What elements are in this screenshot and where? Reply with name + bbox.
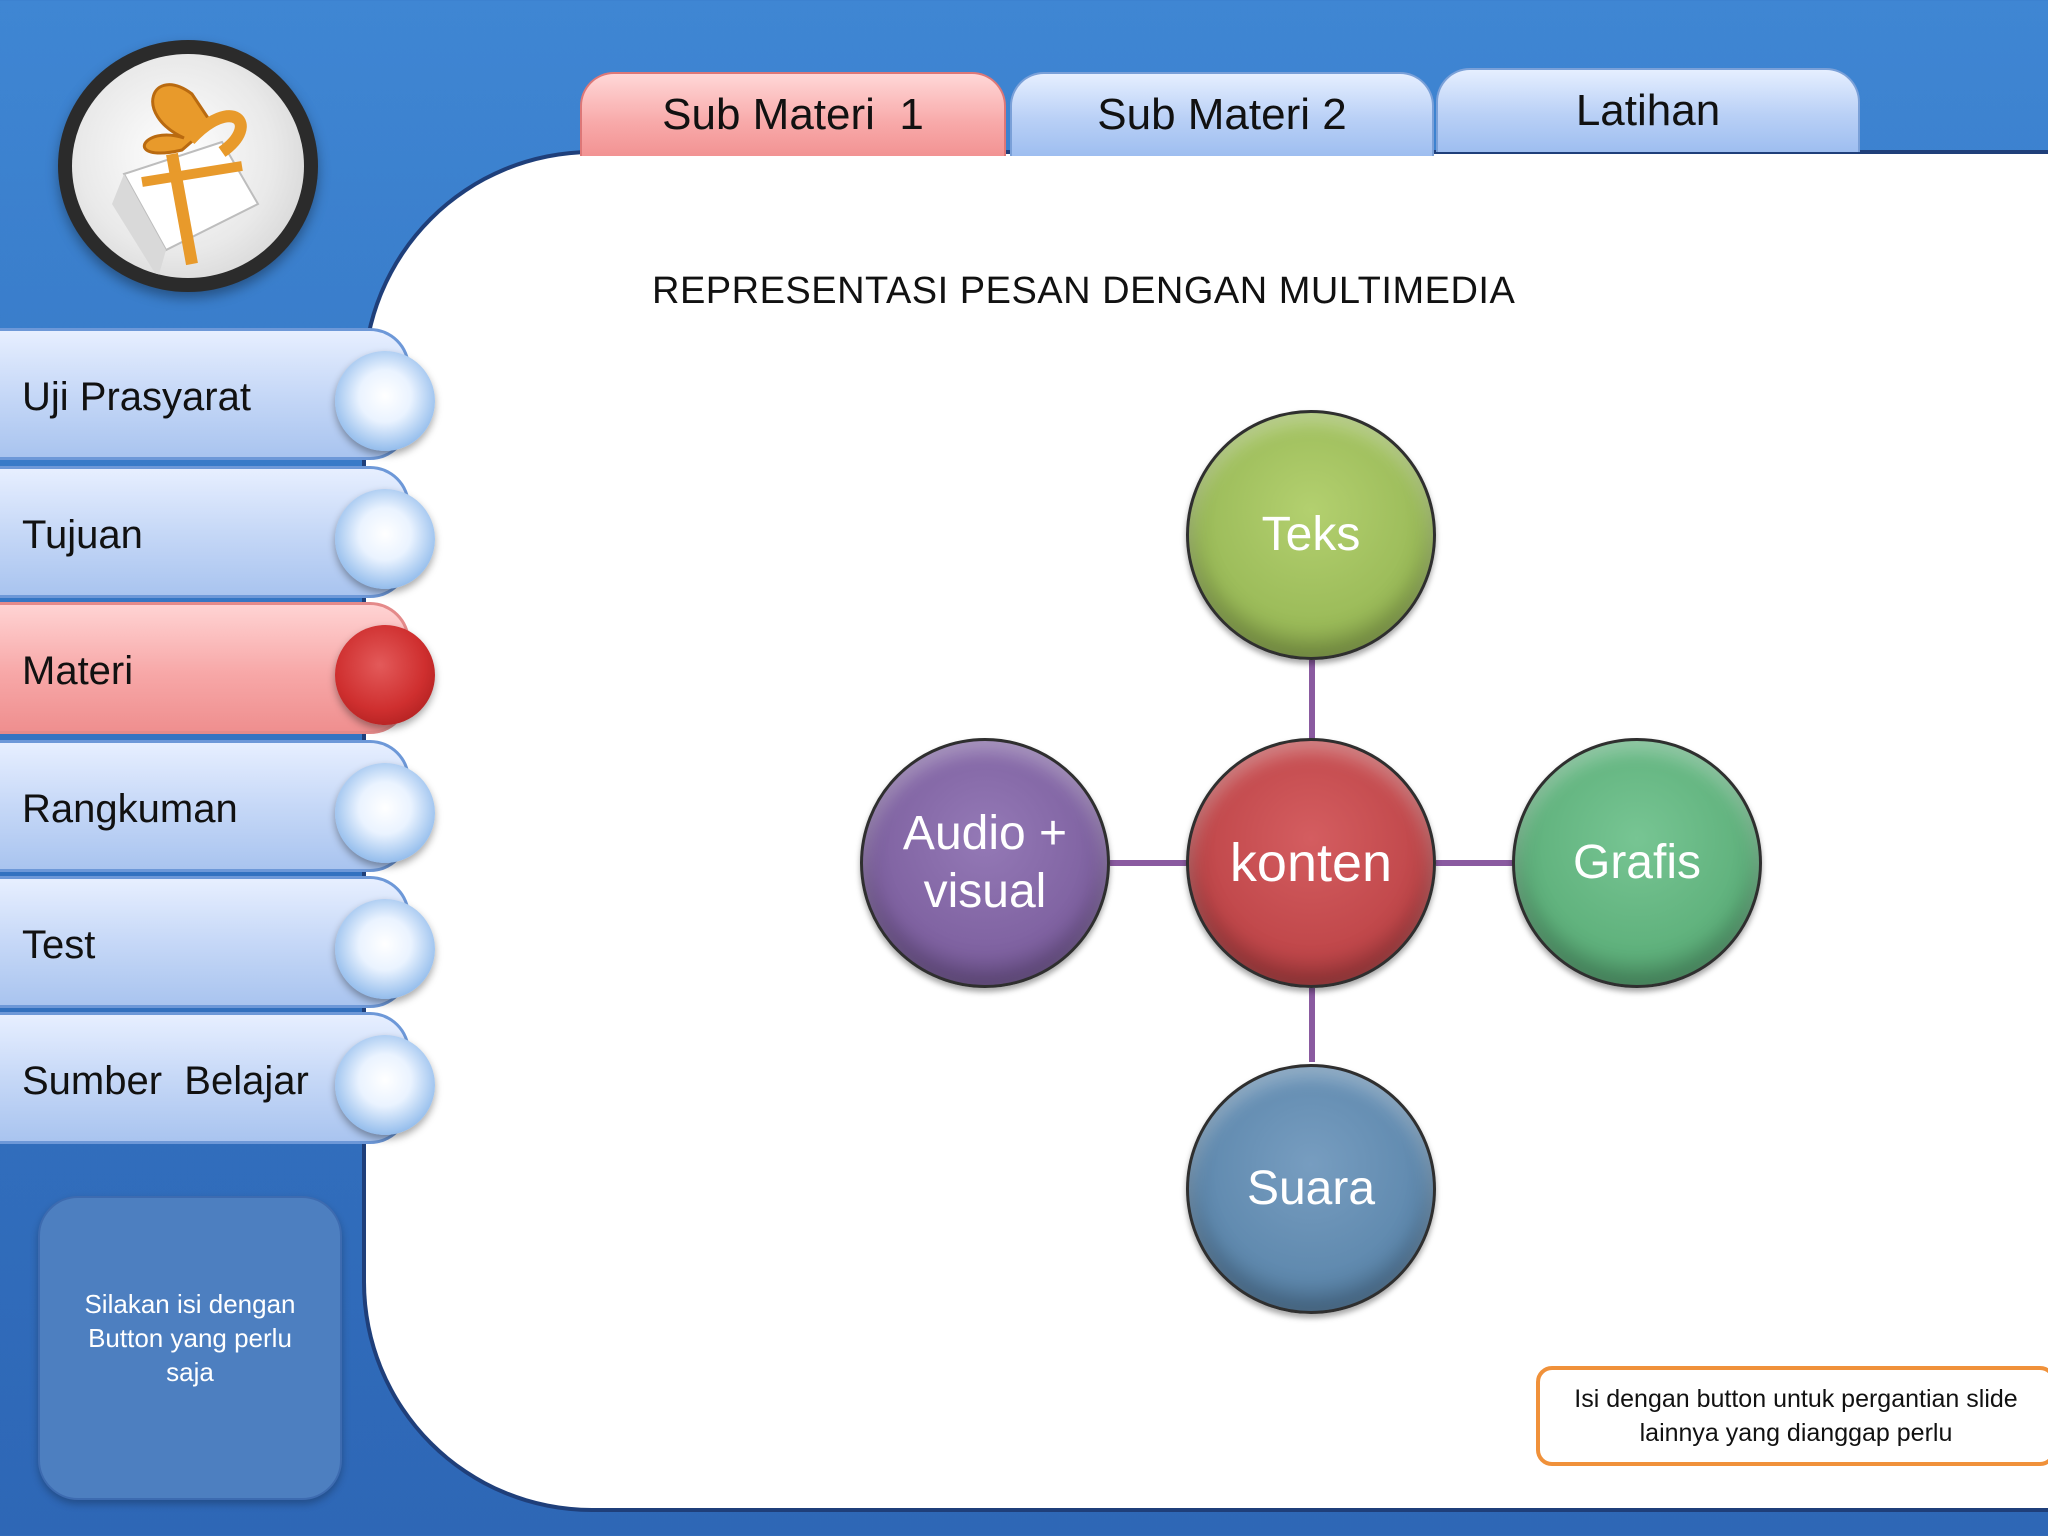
sidebar-item-label: Materi	[22, 648, 134, 693]
connector-left	[1110, 860, 1190, 866]
node-label: konten	[1229, 833, 1393, 893]
tab-latihan[interactable]: Latihan	[1436, 68, 1860, 152]
app-logo	[58, 40, 318, 292]
orb-icon	[335, 763, 435, 863]
connector-top	[1309, 660, 1315, 742]
sidebar-item-sumber-belajar[interactable]: Sumber Belajar	[0, 1012, 435, 1144]
sidebar-item-test[interactable]: Test	[0, 876, 435, 1008]
slide-nav-placeholder-box: Isi dengan button untuk pergantian slide…	[1536, 1366, 2048, 1466]
node-label-line2: visual	[923, 865, 1047, 918]
tab-label: Latihan	[1575, 86, 1721, 135]
node-label: Grafis	[1572, 836, 1701, 889]
node-teks[interactable]: Teks	[1186, 410, 1436, 660]
sidebar-item-label: Test	[22, 922, 96, 967]
orb-icon	[335, 489, 435, 589]
sidebar-item-uji-prasyarat[interactable]: Uji Prasyarat	[0, 328, 435, 460]
sidebar-item-materi[interactable]: Materi	[0, 602, 435, 734]
hint-line2: lainnya yang dianggap perlu	[1639, 1419, 1953, 1447]
node-label: Teks	[1261, 508, 1361, 561]
hint-text: Isi dengan button untuk pergantian slide…	[1574, 1382, 2017, 1450]
hint-line1: Isi dengan button untuk pergantian slide	[1574, 1385, 2018, 1413]
node-suara[interactable]: Suara	[1186, 1064, 1436, 1314]
sidebar-item-tujuan[interactable]: Tujuan	[0, 466, 435, 598]
orb-icon	[335, 625, 435, 725]
connector-right	[1436, 860, 1514, 866]
node-konten[interactable]: konten	[1186, 738, 1436, 988]
orb-icon	[335, 899, 435, 999]
page-title: REPRESENTASI PESAN DENGAN MULTIMEDIA	[652, 270, 1516, 312]
tab-label: Sub Materi 2	[1097, 90, 1347, 139]
tab-label: Sub Materi 1	[662, 90, 924, 139]
sidebar-item-label: Uji Prasyarat	[22, 374, 251, 419]
node-label: Audio + visual	[903, 805, 1067, 921]
orb-icon	[335, 1035, 435, 1135]
node-label: Suara	[1246, 1162, 1376, 1215]
hint-text: Silakan isi dengan Button yang perlu saj…	[84, 1289, 296, 1387]
orb-icon	[335, 351, 435, 451]
node-audio-visual[interactable]: Audio + visual	[860, 738, 1110, 988]
gift-box-icon	[72, 54, 304, 278]
button-placeholder-box: Silakan isi dengan Button yang perlu saj…	[38, 1196, 342, 1500]
sidebar-item-label: Sumber Belajar	[22, 1058, 309, 1103]
node-label-line1: Audio +	[902, 807, 1068, 860]
sidebar-item-label: Rangkuman	[22, 786, 238, 831]
sidebar-item-rangkuman[interactable]: Rangkuman	[0, 740, 435, 872]
connector-bottom	[1309, 988, 1315, 1062]
tab-sub-materi-1[interactable]: Sub Materi 1	[580, 72, 1006, 156]
tab-sub-materi-2[interactable]: Sub Materi 2	[1010, 72, 1434, 156]
sidebar-item-label: Tujuan	[22, 512, 143, 557]
node-grafis[interactable]: Grafis	[1512, 738, 1762, 988]
